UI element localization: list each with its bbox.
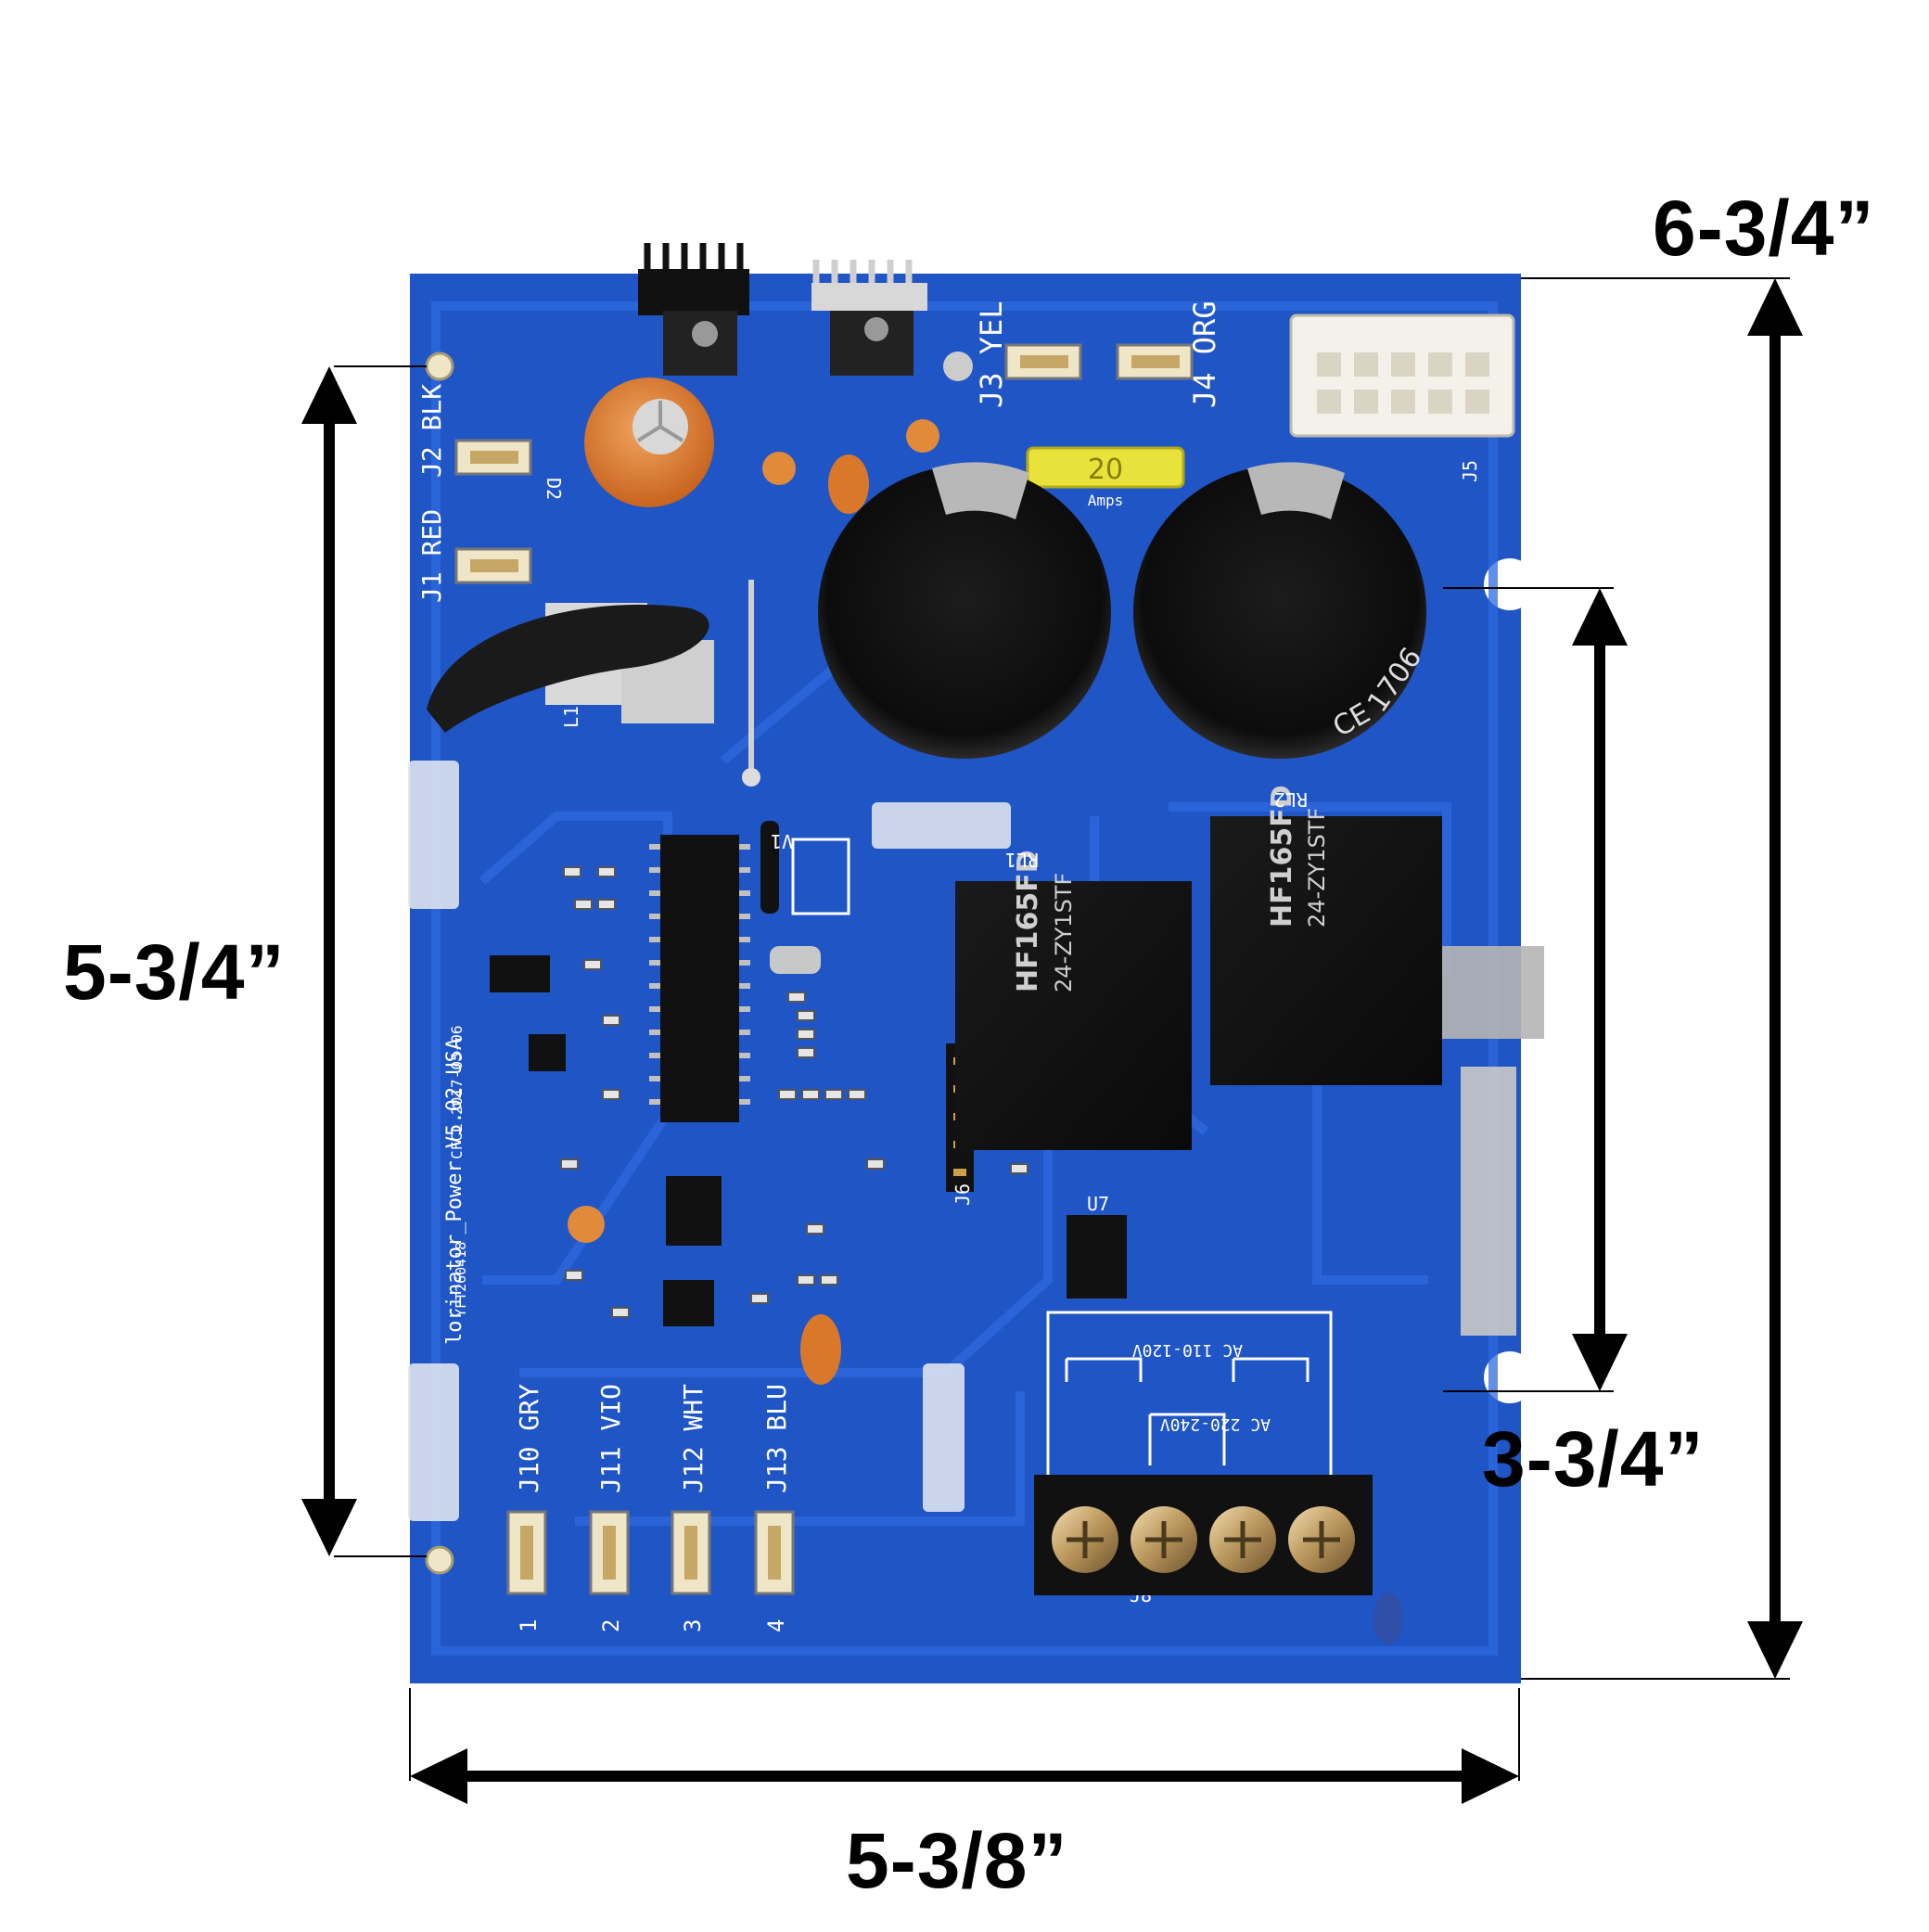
pin-1-label: 1 [516,1619,542,1632]
connector-j5: J5 [1289,313,1515,482]
relay-rl2: HF165FD 24-ZY1STF RL2 [1210,785,1442,1085]
small-capacitors [762,352,973,514]
jumper-wire [742,580,760,787]
silk-date: CFCL 2017-05-06 [448,1026,466,1160]
j10-label: J10 GRY [514,1384,544,1493]
ic-u5 [663,1280,714,1326]
pin-4-label: 4 [763,1619,789,1632]
capacitor-c1 [584,377,714,507]
relay-rl1-model: HF165FD [1012,850,1044,992]
j2-label: J2 BLK [416,384,447,478]
j3-label: J3 YEL [974,301,1009,408]
label-overall-height: 6-3/4” [1653,185,1875,272]
label-inner-height: 5-3/4” [63,928,286,1016]
terminal-block-j8 [1034,1475,1373,1595]
smd-components [560,866,1028,1318]
label-mount-spacing: 3-3/4” [1482,1415,1705,1503]
relay-rl2-variant: 24-ZY1STF [1304,808,1330,928]
ic-socket-q [791,838,850,915]
crystal-cx [770,946,821,974]
silk-batch: YFT260418 [453,1242,469,1317]
pin-3-label: 3 [680,1619,706,1632]
latches [408,761,1544,1521]
dimension-mount-spacing [1443,587,1628,1392]
relay-rl2-id: RL2 [1274,788,1308,811]
fuse: 20 Amps [1026,446,1185,509]
ic-u4 [666,1176,722,1246]
relay-rl1-variant: 24-ZY1STF [1051,873,1077,992]
relay-rl1: HF165FD 24-ZY1STF RL1 [955,849,1192,1150]
heatsink-right [811,260,927,376]
spade-j1 [454,547,532,584]
pin-2-label: 2 [598,1619,624,1632]
ic-u3 [649,835,750,1122]
heatsink-left [638,243,749,376]
silk-l1: L1 [560,706,582,728]
fuse-unit: Amps [1088,492,1124,509]
j1-label: J1 RED [416,509,447,603]
j11-label: J11 VIO [595,1384,626,1493]
j12-label: J12 WHT [678,1384,709,1493]
label-width: 5-3/8” [846,1817,1068,1904]
silk-model: lorinator_Power V5.02 USA [443,1038,466,1345]
j4-label: J4 ORG [1187,301,1222,408]
ic-u1 [490,955,550,992]
silk-d2: D2 [543,478,565,500]
j13-label: J13 BLU [761,1384,792,1493]
dimension-overall-height [1521,277,1803,1680]
spade-j3: J3 YEL [974,301,1082,408]
silk-ac-220: AC 220-240V [1160,1414,1271,1434]
ic-u2 [529,1034,566,1071]
fuse-rating: 20 [1088,454,1123,486]
relay-re1-small [760,821,779,914]
bottom-connectors: J10 GRY J11 VIO J12 WHT J13 BLU 1 2 3 4 [506,1384,795,1632]
spade-j2 [454,439,532,476]
capacitor-c9 [568,1206,605,1243]
dimension-width [409,1688,1520,1804]
inductor-l1 [427,603,714,733]
relay-rl1-id: RL1 [1005,849,1039,871]
silk-j6: J6 [952,1184,974,1206]
relay-rl2-model: HF165FD [1266,785,1298,928]
capacitor-large-left [818,462,1111,759]
varistor-v1 [1373,1593,1403,1644]
silk-ac-110: AC 110-120V [1132,1340,1243,1360]
silk-re1: V1 [771,830,793,852]
dimension-inner-height [301,365,427,1557]
silk-u7: U7 [1087,1193,1109,1215]
ic-u7 [1067,1215,1127,1299]
j5-label: J5 [1459,460,1481,482]
capacitor-c10 [800,1314,841,1385]
spade-j4: J4 ORG [1116,301,1222,408]
